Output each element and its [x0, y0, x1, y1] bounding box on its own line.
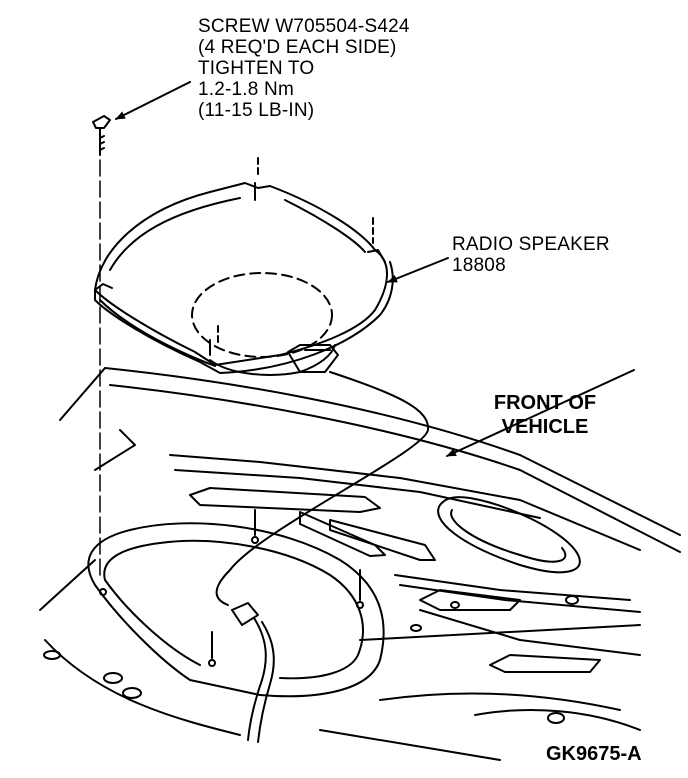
speaker-wire-harness: [215, 371, 430, 743]
front-of-vehicle-label: FRONT OF VEHICLE: [480, 391, 610, 439]
radio-speaker: [94, 157, 394, 376]
speaker-callout: RADIO SPEAKER 18808: [452, 234, 610, 276]
speaker-callout-line: RADIO SPEAKER: [452, 234, 610, 255]
screw-fastener: [92, 115, 111, 581]
package-tray-panel: [39, 367, 681, 761]
front-of-vehicle-arrow: [446, 369, 635, 457]
screw-callout-line: (11-15 LB-IN): [198, 100, 315, 121]
screw-callout-line: 1.2-1.8 Nm: [198, 79, 294, 100]
screw-callout-line: SCREW W705504-S424: [198, 16, 410, 37]
figure-id: GK9675-A: [546, 743, 642, 765]
screw-leader-arrow: [115, 81, 191, 120]
screw-callout-line: (4 REQ'D EACH SIDE): [198, 37, 397, 58]
direction-callout-line: VEHICLE: [501, 416, 589, 438]
speaker-leader-arrow: [387, 257, 449, 283]
speaker-mounting-opening: [87, 522, 385, 698]
speaker-callout-line: 18808: [452, 255, 506, 276]
screw-callout-line: TIGHTEN TO: [198, 58, 315, 79]
tray-ribs: [189, 487, 601, 673]
screw-callout: SCREW W705504-S424 (4 REQ'D EACH SIDE) T…: [198, 16, 410, 121]
tray-oval-opening: [437, 496, 581, 574]
screw-hole-marks: [99, 509, 364, 667]
direction-callout-line: FRONT OF: [493, 392, 597, 414]
tray-holes: [43, 595, 579, 724]
